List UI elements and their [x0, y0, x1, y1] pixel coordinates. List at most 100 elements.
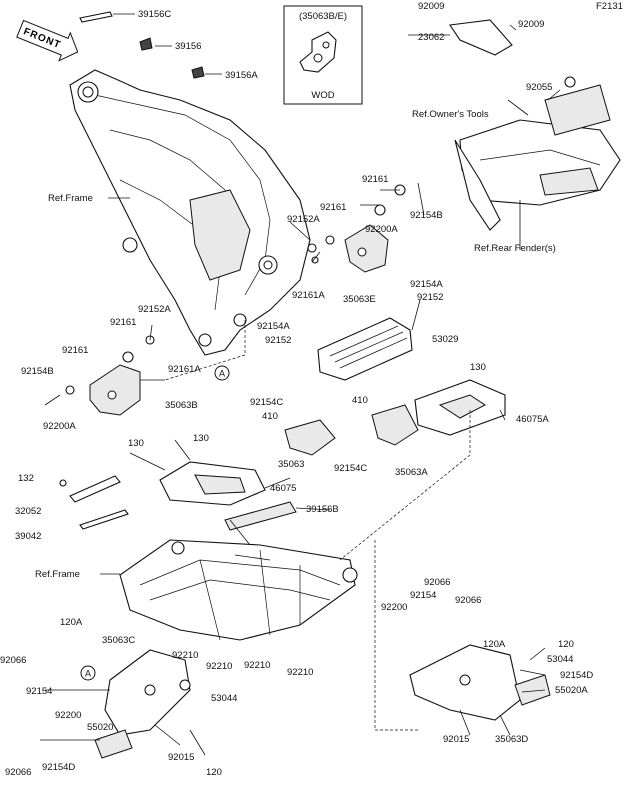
subframe-drawing [119, 539, 358, 641]
label-92200-b: 92200 [381, 602, 407, 613]
label-92154a-a: 92154A [410, 279, 443, 290]
label-53044-a: 53044 [211, 693, 237, 704]
label-92154c-a: 92154C [250, 397, 283, 408]
circle-ref-a-2-label: A [85, 669, 91, 679]
label-120-b: 120 [558, 639, 574, 650]
circle-ref-a-2: A [80, 665, 96, 681]
label-92210-c: 92210 [244, 660, 270, 671]
part-92055 [564, 76, 576, 88]
part-39156 [139, 37, 153, 51]
label-ref-owners-tools: Ref.Owner's Tools [412, 109, 489, 120]
part-35063a [371, 404, 419, 446]
main-frame-drawing [69, 69, 311, 356]
label-55020a: 55020A [555, 685, 588, 696]
label-92015-b: 92015 [443, 734, 469, 745]
part-35063 [284, 419, 336, 456]
label-410-a: 410 [262, 411, 278, 422]
label-92066-a: 92066 [0, 655, 26, 666]
label-130-a: 130 [470, 362, 486, 373]
label-120-a: 120 [206, 767, 222, 778]
part-39042 [79, 509, 129, 530]
label-92161a-a: 92161A [292, 290, 325, 301]
label-92066-c: 92066 [424, 577, 450, 588]
label-92161-a: 92161 [362, 174, 388, 185]
label-92161-c: 92161 [110, 317, 136, 328]
part-35063e [344, 224, 389, 273]
part-46075a [414, 379, 506, 436]
label-92161-b: 92161 [320, 202, 346, 213]
part-32052 [59, 475, 121, 503]
label-92154d-b: 92154D [560, 670, 593, 681]
label-92009-a: 92009 [418, 1, 444, 12]
label-92200-a: 92200 [55, 710, 81, 721]
label-35063d: 35063D [495, 734, 528, 745]
figure-id: F2131 [596, 1, 623, 12]
label-39156b: 39156B [306, 504, 339, 515]
tools-pouch [544, 84, 611, 136]
label-35063: 35063 [278, 459, 304, 470]
part-53029-footrest [317, 317, 413, 381]
label-92210-a: 92210 [172, 650, 198, 661]
label-39042: 39042 [15, 531, 41, 542]
label-130-c: 130 [193, 433, 209, 444]
inset-caption: (35063B/E) [299, 11, 347, 22]
label-92154a-b: 92154A [257, 321, 290, 332]
label-92066-b: 92066 [5, 767, 31, 778]
label-ref-rear-fender: Ref.Rear Fender(s) [474, 243, 556, 254]
part-39156b [224, 501, 297, 531]
label-92161-d: 92161 [62, 345, 88, 356]
part-35063d [409, 644, 551, 721]
label-ref-frame-bottom: Ref.Frame [35, 569, 80, 580]
leader-lines [40, 13, 561, 756]
label-55020: 55020 [87, 722, 113, 733]
fender-drawing [454, 119, 621, 231]
label-92009-b: 92009 [518, 19, 544, 30]
circle-ref-a-1-label: A [219, 369, 225, 379]
label-92066-d: 92066 [455, 595, 481, 606]
label-92210-b: 92210 [206, 661, 232, 672]
callout-labels: 39156C 39156 39156A Ref.Frame 92161 9216… [0, 1, 593, 778]
inset-note: WOD [311, 90, 334, 101]
label-92161a-b: 92161A [168, 364, 201, 375]
label-92055: 92055 [526, 82, 552, 93]
label-132: 132 [18, 473, 34, 484]
part-35063b [44, 335, 155, 416]
label-35063e: 35063E [343, 294, 376, 305]
label-92015-a: 92015 [168, 752, 194, 763]
label-92152-a: 92152 [417, 292, 443, 303]
label-35063b: 35063B [165, 400, 198, 411]
label-92154-a: 92154 [26, 686, 52, 697]
label-92200a-a: 92200A [365, 224, 398, 235]
label-92152a-a: 92152A [287, 214, 320, 225]
label-92152-b: 92152 [265, 335, 291, 346]
front-arrow: FRONT [16, 19, 79, 62]
label-92154d-a: 92154D [42, 762, 75, 773]
label-92154-b: 92154 [410, 590, 436, 601]
label-92210-d: 92210 [287, 667, 313, 678]
label-ref-frame-top: Ref.Frame [48, 193, 93, 204]
label-35063c: 35063C [102, 635, 135, 646]
part-23062 [449, 19, 513, 56]
label-92154b-a: 92154B [410, 210, 443, 221]
label-46075a: 46075A [516, 414, 549, 425]
circle-ref-a-1: A [214, 365, 230, 381]
label-35063a: 35063A [395, 467, 428, 478]
label-53029: 53029 [432, 334, 458, 345]
part-39156c [79, 11, 113, 23]
label-120a-b: 120A [483, 639, 506, 650]
label-46075: 46075 [270, 483, 296, 494]
label-53044-b: 53044 [547, 654, 573, 665]
label-120a-a: 120A [60, 617, 83, 628]
label-92154b-b: 92154B [21, 366, 54, 377]
part-35063c [94, 649, 191, 759]
label-39156c: 39156C [138, 9, 171, 20]
label-32052: 32052 [15, 506, 41, 517]
label-92154c-b: 92154C [334, 463, 367, 474]
inset-bracket-drawing [299, 31, 337, 73]
label-410-b: 410 [352, 395, 368, 406]
label-39156a: 39156A [225, 70, 258, 81]
label-92200a-b: 92200A [43, 421, 76, 432]
label-39156: 39156 [175, 41, 201, 52]
label-130-b: 130 [128, 438, 144, 449]
